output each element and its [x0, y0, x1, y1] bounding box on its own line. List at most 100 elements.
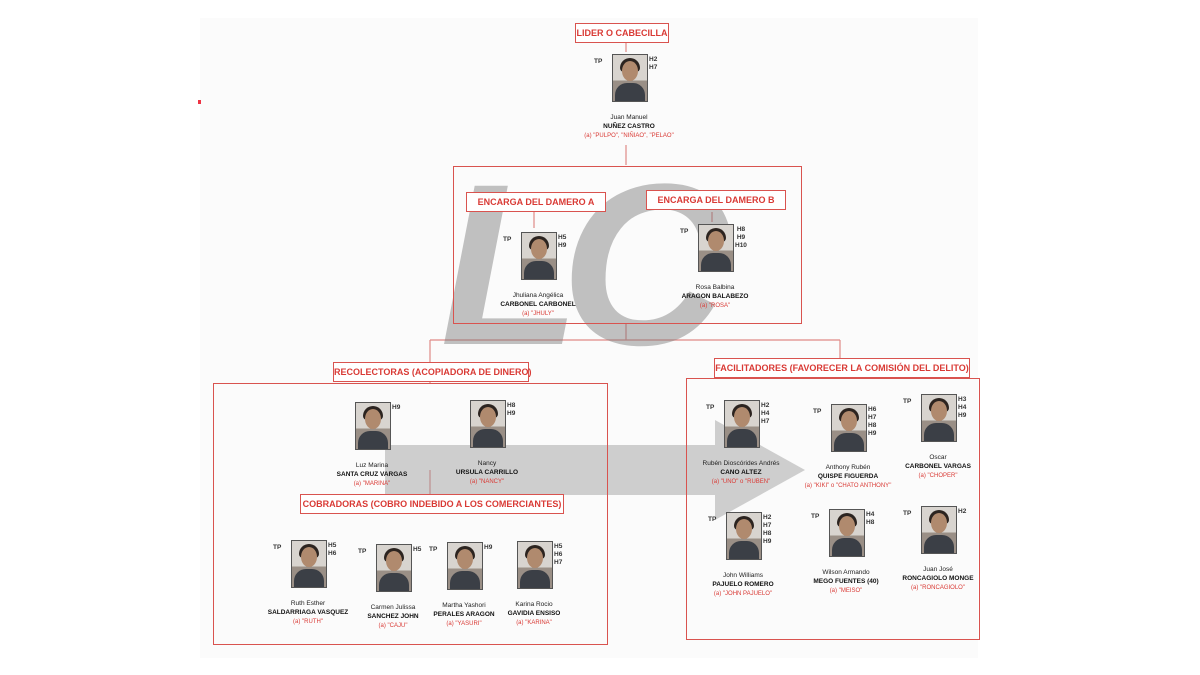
person-code: H7 [761, 418, 770, 425]
person-alias: (a) "RUTH" [293, 619, 323, 625]
person-last-name: NUÑEZ CASTRO [603, 123, 655, 130]
person-first-name: Jhuliana Angélica [512, 292, 564, 299]
recolectoras-title: RECOLECTORAS (ACOPIADORA DE DINERO) [333, 362, 532, 382]
person-codes: H2 [958, 508, 966, 516]
person-first-name: Martha Yashori [442, 602, 486, 609]
person-alias: (a) "JHULY" [522, 311, 554, 317]
person-last-name: RONCAGIOLO MONGE [902, 575, 974, 582]
person-photo [698, 224, 734, 272]
person-tag: TP [706, 404, 715, 411]
person-alias: (a) "YASURI" [446, 621, 482, 627]
person-left-tags: TP [273, 544, 281, 552]
person-tag: TP [503, 236, 512, 243]
person-left-tags: TP [429, 546, 437, 554]
person-first-name: Juan Manuel [610, 114, 648, 121]
person-left-tags: TP [594, 58, 602, 66]
person-alias: (a) "KARINA" [516, 620, 552, 626]
person-photo [521, 232, 557, 280]
person-left-tags: TP [503, 236, 511, 244]
person-last-name: URSULA CARRILLO [455, 469, 519, 476]
person-photo [376, 544, 412, 592]
person-code: H7 [649, 64, 658, 71]
person-first-name: Rubén Dioscórides Andrés [702, 460, 780, 467]
cobradoras-title: COBRADORAS (COBRO INDEBIDO A LOS COMERCI… [300, 494, 564, 514]
leader-title: LIDER O CABECILLA [575, 23, 669, 43]
person-code: H6 [328, 550, 337, 557]
person-tag: TP [429, 546, 438, 553]
person-photo [831, 404, 867, 452]
person-code: H6 [554, 551, 563, 558]
person-alias: (a) "UNO" o "RUBEN" [711, 479, 771, 485]
person-tag: TP [813, 408, 822, 415]
person-code: H7 [868, 414, 877, 421]
person-code: H7 [763, 522, 772, 529]
person-code: H7 [554, 559, 563, 566]
person-last-name: QUISPE FIGUERDA [817, 473, 879, 480]
person-last-name: MEGO FUENTES (40) [813, 578, 879, 585]
person-last-name: SANTA CRUZ VARGAS [336, 471, 408, 478]
person-code: H9 [763, 538, 772, 545]
person-first-name: Luz Marina [355, 462, 389, 469]
person-last-name: CARBONEL CARBONEL [500, 301, 576, 308]
person-first-name: Nancy [477, 460, 497, 467]
damero-group-box [453, 166, 802, 324]
person-tag: TP [903, 398, 912, 405]
person-last-name: SALDARRIAGA VASQUEZ [267, 609, 349, 616]
person-code: H9 [507, 410, 516, 417]
person-tag: TP [903, 510, 912, 517]
person-code: H2 [761, 402, 770, 409]
person-code: H5 [558, 234, 567, 241]
person-first-name: John Williams [722, 572, 764, 579]
person-code: H5 [413, 546, 422, 553]
person-last-name: CANO ALTEZ [720, 469, 762, 476]
person-code: H8 [866, 519, 875, 526]
person-left-tags: TP [903, 510, 911, 518]
person-tag: TP [708, 516, 717, 523]
person-code: H5 [554, 543, 563, 550]
person-photo [921, 394, 957, 442]
red-mark [198, 100, 201, 104]
person-alias: (a) "MARINA" [353, 481, 391, 487]
person-left-tags: TP [811, 513, 819, 521]
person-last-name: ARAGON BALABEZO [681, 293, 749, 300]
person-alias: (a) "PULPO", "NIÑIAO", "PELAO" [584, 133, 674, 139]
person-code: H10 [735, 242, 747, 249]
person-first-name: Karina Rocio [515, 601, 553, 608]
damero-a-title: ENCARGA DEL DAMERO A [466, 192, 606, 212]
person-left-tags: TP [903, 398, 911, 406]
person-alias: (a) "CHOPER" [918, 473, 958, 479]
person-code: H4 [761, 410, 770, 417]
person-codes: H9 [392, 404, 400, 412]
person-photo [447, 542, 483, 590]
person-last-name: GAVIDIA ENSISO [507, 610, 561, 617]
person-codes: H5 [413, 546, 421, 554]
recolectoras-group-box [213, 383, 608, 645]
person-last-name: CARBONEL VARGAS [905, 463, 971, 470]
person-first-name: Ruth Esther [290, 600, 326, 607]
person-code: H2 [649, 56, 658, 63]
person-tag: TP [273, 544, 282, 551]
person-photo [470, 400, 506, 448]
person-code: H9 [392, 404, 401, 411]
person-alias: (a) "JOHN PAJUELO" [713, 591, 773, 597]
person-left-tags: TP [708, 516, 716, 524]
person-alias: (a) "ROSA" [699, 303, 731, 309]
person-last-name: PAJUELO ROMERO [712, 581, 774, 588]
person-photo [291, 540, 327, 588]
person-first-name: Anthony Rubén [825, 464, 871, 471]
person-code: H9 [868, 430, 877, 437]
person-last-name: PERALES ARAGON [433, 611, 495, 618]
person-alias: (a) "RONCAGIOLO" [911, 585, 965, 591]
damero-b-title: ENCARGA DEL DAMERO B [646, 190, 786, 210]
person-codes: H9 [484, 544, 492, 552]
person-photo [355, 402, 391, 450]
